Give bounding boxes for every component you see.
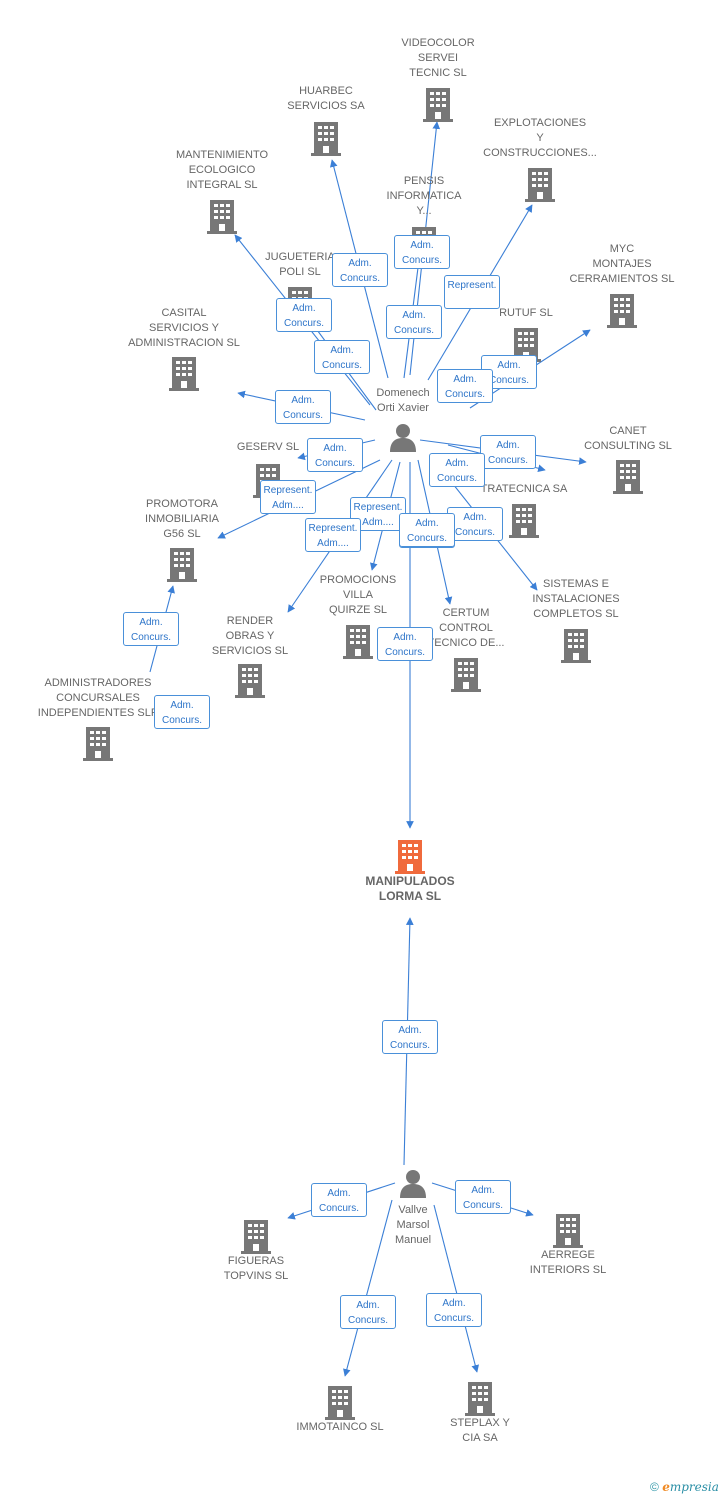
building-icon: [167, 548, 197, 582]
relationship-badge[interactable]: Adm. Concurs.: [154, 695, 210, 729]
relationship-badge[interactable]: Adm. Concurs.: [340, 1295, 396, 1329]
relationship-badge[interactable]: Adm. Concurs.: [426, 1293, 482, 1327]
relationship-badge[interactable]: Represent.: [444, 275, 500, 309]
company-node-figueras[interactable]: FIGUERAS TOPVINS SL: [191, 1218, 321, 1284]
company-label-rutuf[interactable]: RUTUF SL: [499, 307, 553, 319]
company-node-administradores[interactable]: [83, 725, 113, 766]
building-icon: [235, 664, 265, 698]
relationship-badge[interactable]: Represent. Adm....: [305, 518, 361, 552]
company-label-mantenimiento[interactable]: MANTENIMIENTO ECOLOGICO INTEGRAL SL: [175, 149, 269, 191]
relationship-badge[interactable]: Adm. Concurs.: [399, 513, 455, 547]
company-label-tratecnica[interactable]: TRATECNICA SA: [480, 483, 568, 495]
company-node-promocions[interactable]: [343, 623, 373, 664]
building-icon: [241, 1220, 271, 1254]
building-icon: [169, 357, 199, 391]
company-label-myc[interactable]: MYC MONTAJES CERRAMIENTOS SL: [569, 243, 675, 285]
building-icon-main: [395, 840, 425, 874]
company-node-promotora[interactable]: [167, 546, 197, 587]
company-label-geserv[interactable]: GESERV SL: [236, 441, 300, 453]
footer-brand: © empresia: [650, 1480, 719, 1494]
relationship-badge[interactable]: Represent. Adm....: [260, 480, 316, 514]
company-label-administradores[interactable]: ADMINISTRADORES CONCURSALES INDEPENDIENT…: [37, 677, 159, 719]
relationship-badge[interactable]: Adm. Concurs.: [386, 305, 442, 339]
company-node-myc[interactable]: [607, 292, 637, 333]
company-node-mantenimiento[interactable]: [207, 198, 237, 239]
company-node-explotaciones[interactable]: [525, 166, 555, 207]
company-node-aerrege[interactable]: AERREGE INTERIORS SL: [503, 1212, 633, 1278]
person-node-domenech[interactable]: Domenech Orti Xavier: [353, 386, 453, 457]
company-label-promocions[interactable]: PROMOCIONS VILLA QUIRZE SL: [319, 574, 397, 616]
relationship-badge[interactable]: Adm. Concurs.: [394, 235, 450, 269]
relationship-badge[interactable]: Adm. Concurs.: [382, 1020, 438, 1054]
building-icon: [343, 625, 373, 659]
building-icon: [423, 88, 453, 122]
company-node-certum[interactable]: [451, 656, 481, 697]
relationship-badge[interactable]: Adm. Concurs.: [455, 1180, 511, 1214]
relationship-badge[interactable]: Adm. Concurs.: [275, 390, 331, 424]
building-icon: [561, 629, 591, 663]
company-node-tratecnica[interactable]: [509, 502, 539, 543]
person-node-vallve[interactable]: Vallve Marsol Manuel: [363, 1168, 463, 1248]
company-label-pensis[interactable]: PENSIS INFORMATICA Y...: [386, 175, 462, 217]
company-node-immotainco[interactable]: IMMOTAINCO SL: [275, 1384, 405, 1435]
company-node-canet[interactable]: [613, 458, 643, 499]
relationship-badge[interactable]: Adm. Concurs.: [429, 453, 485, 487]
relationship-badge[interactable]: Adm. Concurs.: [123, 612, 179, 646]
relationship-edge: [433, 1204, 480, 1373]
relationship-badge[interactable]: Adm. Concurs.: [314, 340, 370, 374]
relationship-badge[interactable]: Adm. Concurs.: [307, 438, 363, 472]
company-label-huarbec[interactable]: HUARBEC SERVICIOS SA: [287, 85, 365, 112]
relationship-badge[interactable]: Adm. Concurs.: [311, 1183, 367, 1217]
building-icon: [83, 727, 113, 761]
relationship-badge[interactable]: Adm. Concurs.: [437, 369, 493, 403]
company-label-explotaciones[interactable]: EXPLOTACIONES Y CONSTRUCCIONES...: [483, 117, 597, 159]
relationship-badge[interactable]: Adm. Concurs.: [480, 435, 536, 469]
company-node-videocolor[interactable]: [423, 86, 453, 127]
company-label-casital[interactable]: CASITAL SERVICIOS Y ADMINISTRACION SL: [128, 307, 240, 349]
company-label-videocolor[interactable]: VIDEOCOLOR SERVEI TECNIC SL: [401, 37, 475, 79]
relationship-badge[interactable]: Adm. Concurs.: [332, 253, 388, 287]
relationship-badge[interactable]: Adm. Concurs.: [377, 627, 433, 661]
person-icon: [390, 424, 416, 452]
building-icon: [207, 200, 237, 234]
company-node-casital[interactable]: [169, 355, 199, 396]
building-icon: [509, 504, 539, 538]
building-icon: [525, 168, 555, 202]
relationship-edge: [343, 1199, 393, 1377]
relationship-badge[interactable]: Adm. Concurs.: [447, 507, 503, 541]
company-label-promotora[interactable]: PROMOTORA INMOBILIARIA G56 SL: [145, 498, 219, 540]
building-icon: [607, 294, 637, 328]
person-icon: [400, 1170, 426, 1198]
copyright-symbol: ©: [650, 1480, 659, 1494]
main-company-node[interactable]: MANIPULADOS LORMA SL: [350, 838, 470, 904]
building-icon: [311, 122, 341, 156]
company-node-sistemas[interactable]: [561, 627, 591, 668]
company-node-steplax[interactable]: STEPLAX Y CIA SA: [415, 1380, 545, 1446]
company-label-certum[interactable]: CERTUM CONTROL TECNICO DE...: [427, 607, 505, 649]
company-node-render[interactable]: [235, 662, 265, 703]
company-node-huarbec[interactable]: [311, 120, 341, 161]
company-label-canet[interactable]: CANET CONSULTING SL: [584, 425, 672, 452]
company-label-render[interactable]: RENDER OBRAS Y SERVICIOS SL: [211, 615, 289, 657]
company-label-sistemas[interactable]: SISTEMAS E INSTALACIONES COMPLETOS SL: [532, 578, 620, 620]
main-company-name: MANIPULADOS LORMA SL: [365, 874, 455, 903]
building-icon: [325, 1386, 355, 1420]
building-icon: [465, 1382, 495, 1416]
building-icon: [613, 460, 643, 494]
building-icon: [553, 1214, 583, 1248]
relationship-badge[interactable]: Adm. Concurs.: [276, 298, 332, 332]
building-icon: [451, 658, 481, 692]
company-label-jugueteria[interactable]: JUGUETERIA POLI SL: [265, 251, 335, 278]
brand-logo: empresia: [662, 1480, 719, 1494]
